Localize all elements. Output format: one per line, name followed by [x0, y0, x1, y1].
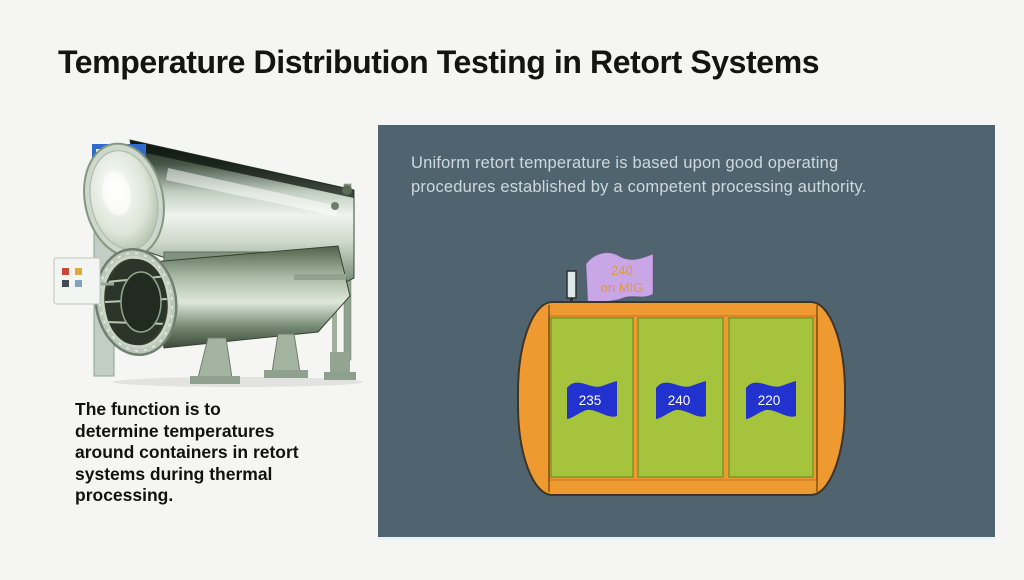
panel-underline	[378, 537, 995, 540]
machine-basket-cage	[105, 259, 167, 345]
basket-temp-1: 235	[579, 393, 602, 408]
machine-control-box	[53, 257, 114, 305]
retort-inner-frame	[548, 315, 818, 481]
page-title: Temperature Distribution Testing in Reto…	[58, 44, 820, 80]
mig-flag-label: on MIG	[601, 280, 644, 295]
caption-line: determine temperatures	[75, 420, 275, 441]
basket-flag-2: 240	[656, 381, 706, 419]
info-panel: Uniform retort temperature is based upon…	[378, 125, 995, 537]
function-caption: The function is to determine temperature…	[75, 399, 365, 507]
mig-flag: 240 on MIG	[585, 252, 654, 308]
machine-legs	[190, 333, 356, 384]
panel-description: Uniform retort temperature is based upon…	[411, 151, 971, 199]
basket-flag-1: 235	[567, 381, 617, 419]
caption-line: processing.	[75, 485, 174, 505]
retort-diagram: 240 on MIG 235 240 220	[517, 252, 846, 496]
machine-bottom-cylinder	[94, 245, 351, 357]
caption-line: systems during thermal	[75, 463, 273, 484]
machine-pipes	[294, 185, 352, 280]
basket-flag-3: 220	[746, 381, 796, 419]
panel-description-line: procedures established by a competent pr…	[411, 178, 867, 196]
caption-line: The function is to	[75, 399, 221, 419]
basket-temp-2: 240	[668, 393, 691, 408]
retort-machine-image	[53, 139, 363, 387]
mig-flag-value: 240	[611, 263, 633, 278]
basket-temp-3: 220	[758, 393, 781, 408]
caption-line: around containers in retort	[75, 442, 299, 462]
panel-description-line: Uniform retort temperature is based upon…	[411, 154, 839, 172]
flag-pole	[566, 270, 577, 305]
